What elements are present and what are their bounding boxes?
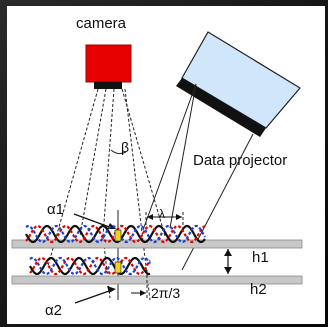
- alpha1-label: α1: [47, 201, 64, 218]
- h2-label: h2: [250, 281, 267, 298]
- projector-ray-inner: [169, 83, 197, 229]
- wave-blue-1: [25, 224, 206, 244]
- alpha1-arrow: [73, 213, 113, 229]
- wave-black-2: [29, 256, 151, 276]
- marker-bottom: [114, 261, 122, 274]
- h1-label: h1: [252, 249, 269, 266]
- beta-arc: [110, 149, 127, 155]
- projector-ray-left: [142, 83, 197, 231]
- wave-red-2: [29, 256, 151, 276]
- camera-label: camera: [76, 15, 127, 32]
- projector-label: Data projector: [193, 152, 287, 169]
- wave-blue-2: [29, 256, 151, 276]
- camera-icon: [85, 44, 132, 89]
- lambda-label: λ: [159, 207, 165, 221]
- alpha2-arrow: [74, 289, 113, 304]
- wave-black-1: [25, 224, 206, 244]
- plate-bottom: [11, 275, 303, 285]
- beta-label: β: [121, 139, 129, 155]
- projector-icon: [176, 31, 301, 137]
- phase-label: 2π/3: [151, 285, 180, 301]
- marker-top: [114, 229, 122, 242]
- plate-top: [11, 239, 303, 249]
- alpha2-label: α2: [45, 302, 62, 319]
